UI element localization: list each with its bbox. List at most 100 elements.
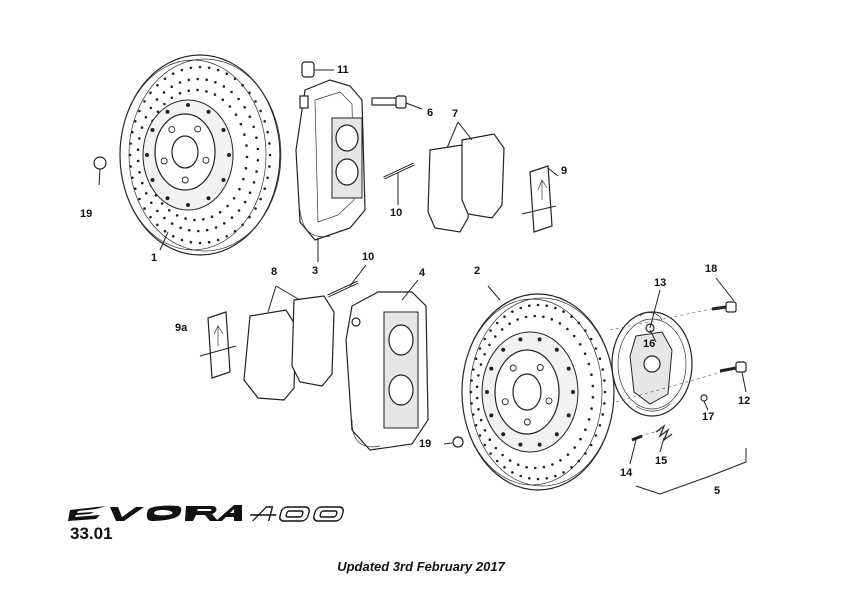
disc-drill-hole: [230, 216, 234, 219]
callout-2: 2: [474, 265, 480, 277]
callout-15: 15: [655, 455, 667, 467]
disc-drill-hole: [603, 390, 607, 394]
disc-drill-hole: [598, 424, 602, 427]
disc-drill-hole: [205, 78, 208, 82]
pad-retaining-pin-upper: [383, 162, 415, 205]
disc-drill-hole: [196, 77, 199, 81]
disc-drill-hole: [196, 88, 199, 92]
disc-drill-hole: [222, 85, 226, 88]
disc-bell-bolt: [186, 103, 190, 107]
disc-drill-hole: [252, 125, 255, 129]
anti-squeal-shim-lower: [199, 311, 237, 379]
disc-drill-hole: [584, 428, 587, 432]
disc-drill-hole: [144, 116, 148, 119]
wheel-stud-hole: [181, 176, 189, 184]
disc-drill-hole: [163, 229, 167, 233]
disc-drill-hole: [528, 477, 531, 480]
callout-8: 8: [271, 266, 277, 278]
disc-drill-hole: [483, 443, 487, 447]
disc-drill-hole: [494, 335, 497, 338]
disc-drill-hole: [233, 229, 237, 233]
disc-drill-hole: [534, 466, 537, 470]
disc-drill-hole: [479, 363, 483, 366]
rear-caliper: [345, 279, 429, 451]
disc-drill-hole: [244, 166, 248, 170]
disc-drill-hole: [218, 210, 222, 214]
disc-drill-hole: [138, 109, 141, 113]
disc-drill-hole: [578, 343, 582, 346]
disc-drill-hole: [598, 357, 602, 361]
disc-drill-hole: [495, 459, 499, 463]
disc-drill-hole: [243, 133, 246, 136]
disc-drill-hole: [587, 362, 591, 366]
disc-bell-bolt: [206, 196, 211, 201]
wheel-stud-hole: [194, 125, 202, 133]
callout-18: 18: [705, 263, 717, 275]
callout-10-lower: 10: [362, 251, 374, 263]
disc-drill-hole: [528, 304, 531, 308]
callout-7: 7: [452, 108, 458, 120]
disc-drill-hole: [162, 91, 166, 94]
disc-drill-hole: [474, 357, 478, 361]
disc-drill-hole: [136, 159, 140, 163]
disc-bell-bolt: [489, 366, 494, 371]
disc-drill-hole: [180, 68, 184, 72]
wheel-stud-hole: [168, 126, 176, 134]
disc-drill-hole: [155, 98, 159, 101]
disc-drill-hole: [559, 459, 562, 462]
disc-drill-hole: [214, 81, 217, 84]
disc-bell-bolt: [165, 196, 170, 201]
disc-drill-hole: [570, 466, 573, 469]
disc-drill-hole: [230, 90, 233, 94]
disc-drill-hole: [475, 396, 479, 400]
disc-drill-hole: [156, 83, 159, 87]
disc-retaining-screw-lower: [443, 436, 464, 448]
disc-drill-hole: [577, 321, 581, 325]
disc-drill-hole: [143, 100, 146, 103]
disc-drill-hole: [156, 209, 159, 213]
disc-drill-hole: [584, 452, 587, 455]
disc-drill-hole: [590, 373, 593, 377]
disc-drill-hole: [601, 413, 604, 416]
disc-drill-hole: [524, 315, 528, 319]
disc-drill-hole: [562, 471, 565, 474]
disc-drill-hole: [149, 91, 152, 95]
disc-bell-bolt: [186, 203, 190, 207]
disc-drill-hole: [477, 408, 480, 411]
disc-drill-hole: [603, 379, 606, 382]
disc-drill-hole: [180, 238, 184, 242]
wheel-stud-hole: [160, 157, 168, 165]
disc-drill-hole: [519, 474, 522, 478]
disc-drill-hole: [489, 452, 492, 455]
disc-bell-bolt: [165, 109, 170, 114]
disc-drill-hole: [469, 390, 473, 394]
bleed-nipple-cap: [301, 61, 334, 78]
disc-drill-hole: [207, 240, 211, 244]
disc-drill-hole: [252, 181, 256, 184]
disc-drill-hole: [138, 197, 141, 201]
disc-drill-hole: [245, 155, 249, 159]
disc-drill-hole: [475, 385, 479, 389]
disc-drill-hole: [572, 334, 576, 338]
callout-19-lower: 19: [419, 438, 431, 450]
disc-drill-hole: [545, 477, 548, 480]
disc-drill-hole: [554, 306, 557, 310]
disc-drill-hole: [495, 321, 499, 325]
disc-drill-hole: [573, 446, 576, 449]
front-caliper: [295, 79, 366, 241]
disc-drill-hole: [488, 343, 491, 347]
disc-drill-hole: [562, 310, 565, 313]
disc-drill-hole: [478, 434, 482, 437]
wheel-stud-hole: [202, 156, 210, 164]
disc-drill-hole: [138, 137, 141, 140]
disc-drill-hole: [477, 374, 480, 377]
kit-bracket-line: [635, 448, 747, 495]
disc-bell-bolt: [227, 153, 231, 157]
disc-drill-hole: [243, 200, 247, 204]
disc-drill-hole: [536, 477, 540, 481]
disc-drill-hole: [241, 83, 244, 87]
disc-drill-hole: [587, 418, 591, 421]
callout-11: 11: [337, 64, 349, 76]
disc-drill-hole: [503, 466, 506, 469]
